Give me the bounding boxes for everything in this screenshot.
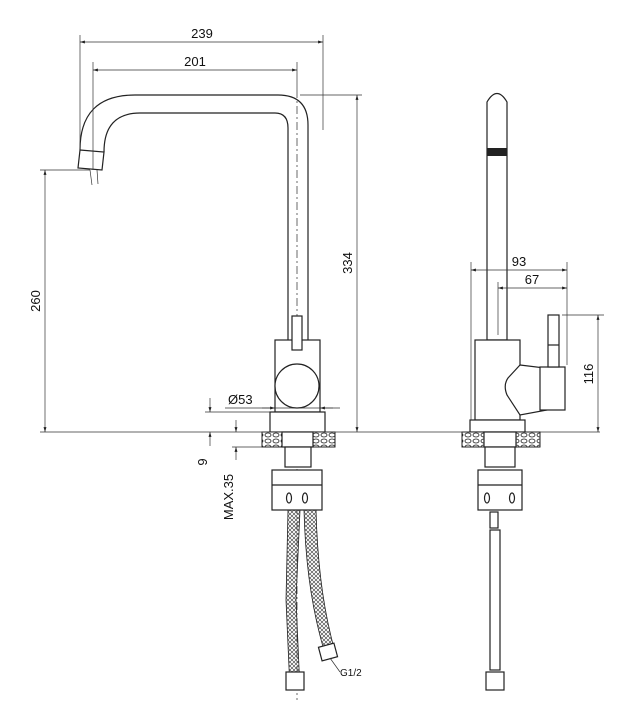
hose-left bbox=[285, 509, 301, 691]
dim-334: 334 bbox=[340, 252, 355, 274]
dim-260: 260 bbox=[28, 290, 43, 312]
side-view: 93 67 116 bbox=[461, 92, 604, 691]
hose-side bbox=[489, 529, 501, 671]
handle-knob bbox=[274, 363, 320, 409]
shank bbox=[284, 446, 312, 468]
lever-handle bbox=[547, 314, 560, 368]
nut bbox=[281, 431, 314, 448]
dim-116: 116 bbox=[581, 364, 596, 385]
spout-side bbox=[486, 92, 508, 341]
countertop-side-left bbox=[461, 431, 485, 448]
hose-connector-side bbox=[489, 511, 499, 529]
aerator-side bbox=[487, 148, 507, 156]
dim-max-35: MAX.35 bbox=[221, 474, 236, 520]
base-plate-side bbox=[469, 419, 526, 433]
spout bbox=[77, 94, 309, 340]
aerator bbox=[77, 149, 105, 171]
countertop-left bbox=[261, 431, 285, 448]
fitting-left bbox=[285, 671, 305, 691]
dim-9: 9 bbox=[195, 458, 210, 465]
lever bbox=[291, 315, 303, 351]
dim-201: 201 bbox=[184, 54, 206, 69]
dimensions-side: 93 67 116 bbox=[470, 254, 604, 432]
dim-93: 93 bbox=[512, 254, 526, 269]
hose-right bbox=[303, 509, 335, 651]
nut-side bbox=[483, 431, 517, 448]
lever-body bbox=[539, 366, 566, 411]
fitting-right bbox=[317, 642, 339, 662]
dim-g1-2: G1/2 bbox=[340, 668, 362, 679]
countertop-side-right bbox=[515, 431, 541, 448]
connector bbox=[271, 469, 323, 511]
connector-side bbox=[477, 469, 523, 511]
fitting-side bbox=[485, 671, 505, 691]
dim-67: 67 bbox=[525, 272, 539, 287]
dim-239: 239 bbox=[191, 26, 213, 41]
lever-cartridge bbox=[504, 364, 548, 416]
dim-diameter-53: Ø53 bbox=[228, 392, 253, 407]
front-view: 239 201 334 260 Ø53 9 MAX.35 G1/2 bbox=[28, 26, 600, 700]
countertop-right bbox=[311, 431, 336, 448]
shank-side bbox=[484, 446, 516, 468]
base-plate bbox=[269, 411, 326, 433]
